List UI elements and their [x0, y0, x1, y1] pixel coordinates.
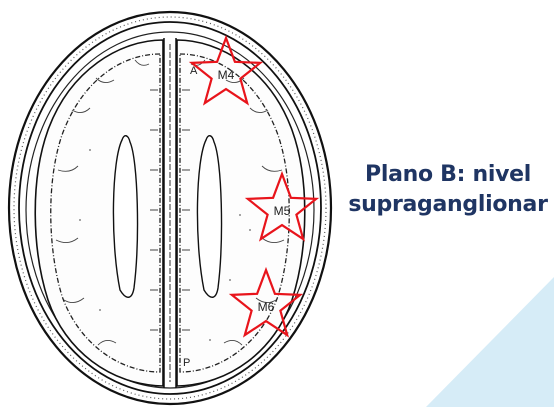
title-line-1: Plano B: nivel	[342, 160, 554, 190]
right-lateral-ventricle	[197, 136, 221, 298]
page-title: Plano B: nivel supraganglionar	[342, 160, 554, 220]
corner-triangle	[426, 277, 554, 407]
marker-label-m4: M4	[218, 68, 235, 82]
left-hemisphere	[35, 40, 163, 386]
left-lateral-ventricle	[113, 136, 137, 298]
marker-label-m6: M6	[258, 300, 275, 314]
posterior-label: P	[183, 357, 190, 369]
marker-label-m5: M5	[274, 204, 291, 218]
title-line-2: supraganglionar	[342, 190, 554, 220]
corner-decoration	[404, 277, 554, 407]
